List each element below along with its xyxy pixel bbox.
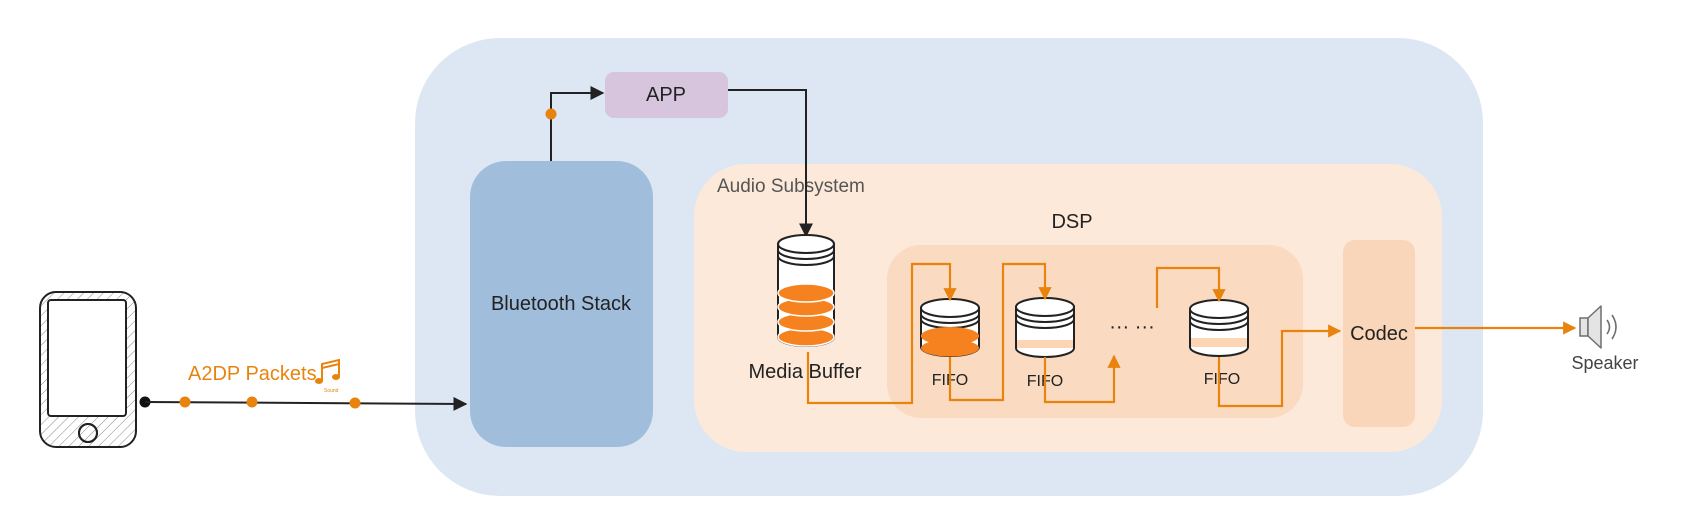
codec-block[interactable] [1343, 240, 1415, 427]
packet-dot-1 [179, 396, 191, 408]
bluetooth-stack-label: Bluetooth Stack [491, 293, 632, 315]
ellipsis-label: ··· ··· [1109, 316, 1155, 338]
speaker-icon [1579, 305, 1617, 349]
sound-caption: Sound [324, 388, 339, 394]
smartphone-icon [39, 291, 137, 448]
fifo-1-icon [920, 298, 980, 357]
ellipsis-to-fifo-3-flow [1155, 266, 1226, 308]
music-note-icon: Sound [315, 358, 340, 394]
app-to-media-buffer-connector [728, 89, 813, 238]
speaker-label: Speaker [1571, 353, 1638, 373]
media-buffer-icon [777, 234, 835, 347]
media-buffer-to-fifo-1-flow [806, 262, 957, 405]
dsp-label: DSP [1051, 211, 1092, 233]
phone-to-bluetooth-connector [144, 396, 468, 411]
media-buffer-label: Media Buffer [748, 361, 861, 383]
a2dp-packets-label: A2DP Packets [188, 363, 317, 385]
audio-subsystem-label: Audio Subsystem [717, 176, 865, 197]
packet-dot-3 [349, 397, 361, 409]
dsp-container [887, 245, 1303, 418]
fifo-3-to-codec-flow [1217, 324, 1342, 408]
fifo-2-icon [1015, 297, 1075, 358]
packet-dot-2 [246, 396, 258, 408]
fifo-3-icon [1189, 299, 1249, 357]
app-label: APP [646, 84, 686, 106]
fifo-1-to-fifo-2-flow [948, 262, 1052, 402]
fifo-3-label: FIFO [1204, 371, 1240, 388]
bt-to-app-connector [550, 86, 605, 161]
app-block[interactable] [605, 72, 728, 118]
fifo-2-to-ellipsis-flow [1043, 354, 1121, 404]
bt-to-app-dot [545, 108, 557, 120]
bluetooth-stack-block[interactable] [470, 161, 653, 447]
codec-label: Codec [1350, 323, 1408, 345]
